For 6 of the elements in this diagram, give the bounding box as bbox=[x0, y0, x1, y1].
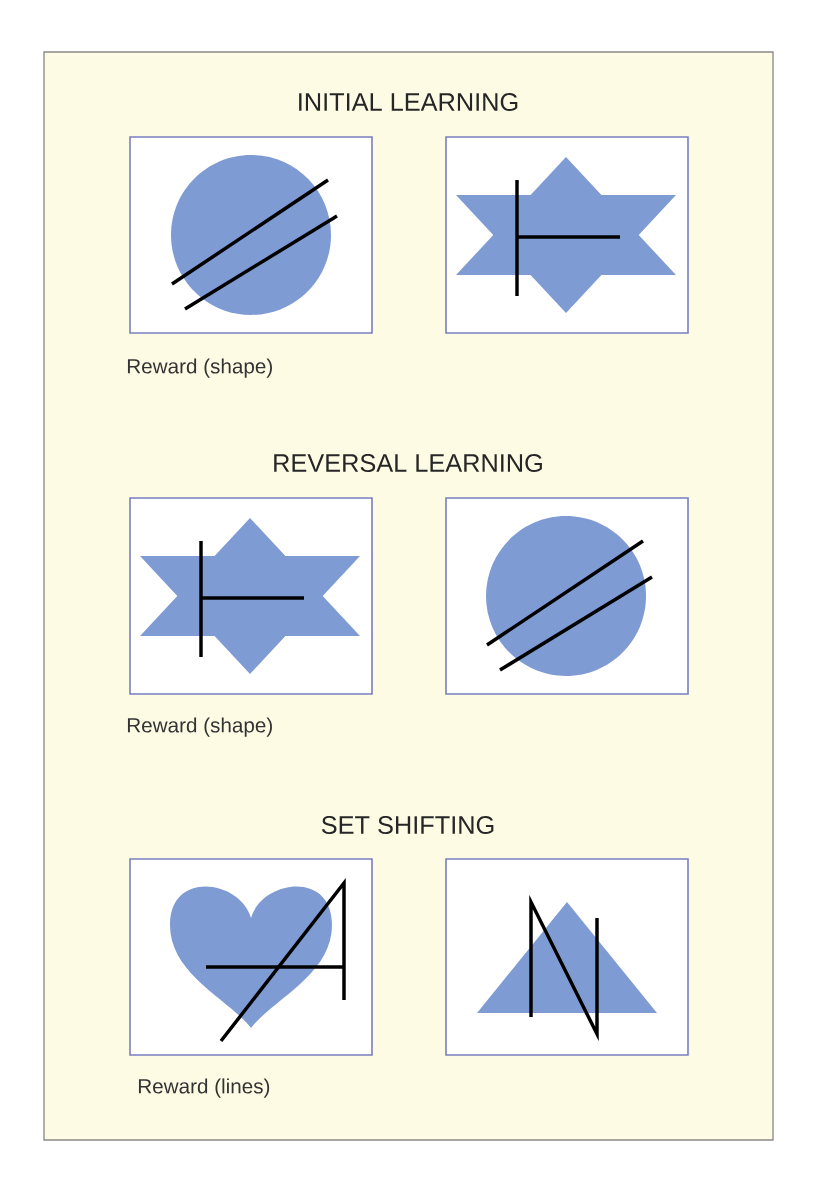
section-heading: SET SHIFTING bbox=[321, 816, 494, 834]
section-heading: INITIAL LEARNING bbox=[299, 93, 518, 111]
reward-label: Reward (shape) bbox=[127, 358, 272, 378]
section-heading: REVERSAL LEARNING bbox=[274, 454, 542, 472]
reward-label: Reward (lines) bbox=[138, 1078, 270, 1098]
reward-label: Reward (shape) bbox=[127, 717, 272, 737]
